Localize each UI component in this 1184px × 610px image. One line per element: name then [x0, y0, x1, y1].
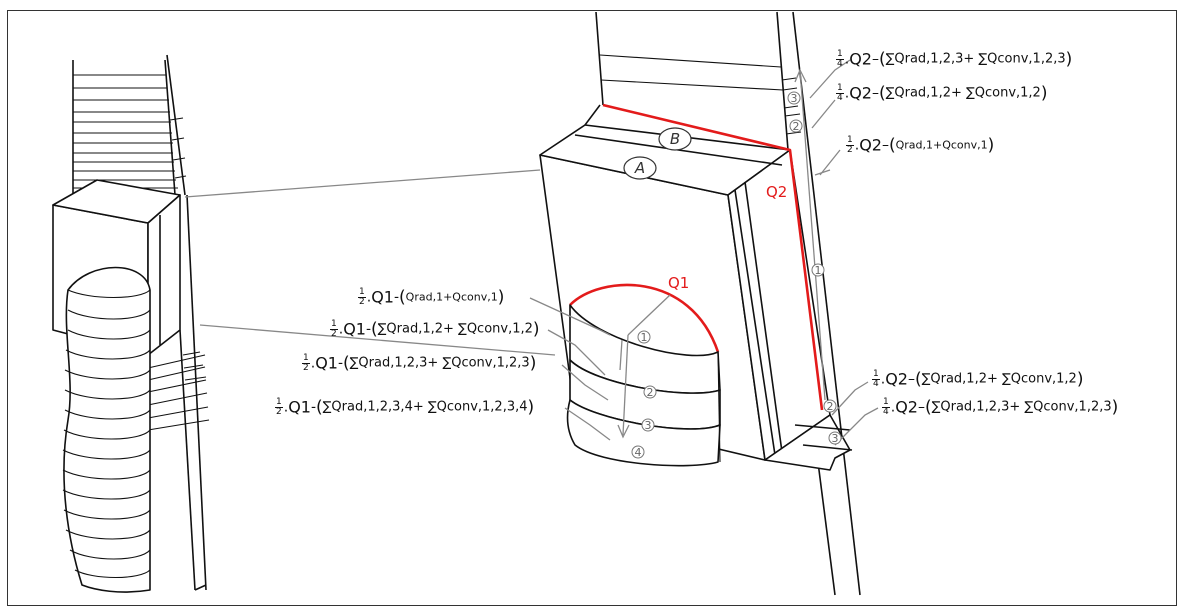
- upper-strip-left: [595, 11, 604, 106]
- box-side: [147, 194, 181, 356]
- eq-right-2-symbol: Q2: [849, 83, 872, 103]
- eq-left-1-symbol: Q1: [371, 287, 394, 307]
- lower-slats: [147, 351, 210, 431]
- zoom-line-bottom: [199, 324, 556, 356]
- marker-q2-2-bottom: 2: [827, 400, 834, 413]
- zone-b-text: B: [670, 130, 680, 148]
- eq-right-1-body: ∑Qrad,1,2,3+ ∑Qconv,1,2,3: [885, 51, 1066, 67]
- strip-outer-right: [792, 11, 861, 596]
- eq-right-1-symbol: Q2: [849, 49, 872, 69]
- eq-right-4-num: 1: [872, 369, 880, 380]
- q1-heated-edge: [569, 283, 720, 353]
- eq-right-5-den: 4: [883, 407, 889, 417]
- eq-right-5-body: ∑Qrad,1,2,3+ ∑Qconv,1,2,3: [931, 399, 1112, 415]
- zone-a-label: A: [623, 156, 657, 180]
- eq-left-3-symbol: Q1: [315, 353, 338, 373]
- upper-slats: [73, 74, 187, 189]
- eq-left-3-num: 1: [302, 353, 310, 364]
- zoom-line-top: [184, 169, 541, 198]
- marker-q1-4: 4: [635, 446, 642, 459]
- eq-left-2-symbol: Q1: [343, 319, 366, 339]
- eq-left-4-den: 2: [276, 407, 282, 417]
- lower-strip-outer: [186, 194, 207, 591]
- eq-right-4-den: 4: [873, 379, 879, 389]
- strip-inner-edge: [164, 59, 176, 196]
- lower-strip-inner: [179, 329, 196, 591]
- q1-arrows: [617, 294, 671, 439]
- eq-left-3-dash: -: [337, 355, 344, 372]
- marker-q1-1: 1: [641, 331, 648, 344]
- eq-right-5-symbol: Q2: [895, 397, 918, 417]
- eq-left-2-den: 2: [331, 329, 337, 339]
- eq-left-1-dash: -: [393, 289, 400, 306]
- zone-a-text: A: [634, 159, 645, 177]
- eq-left-2-num: 1: [330, 319, 338, 330]
- eq-right-3-num: 1: [846, 135, 854, 146]
- marker-q1-3: 3: [645, 419, 652, 432]
- foot-slat-2: [802, 444, 853, 451]
- strip-right-edge: [166, 54, 186, 196]
- eq-right-2-body: ∑Qrad,1,2+ ∑Qconv,1,2: [885, 85, 1041, 101]
- eq-right-3-den: 2: [847, 145, 853, 155]
- eq-right-1-dash: –: [871, 51, 879, 68]
- eq-right-2-num: 1: [836, 83, 844, 94]
- eq-left-4-body: ∑Qrad,1,2,3,4+ ∑Qconv,1,2,3,4: [322, 399, 528, 415]
- eq-left-3-den: 2: [303, 363, 309, 373]
- eq-right-3-dash: –: [881, 137, 889, 154]
- slab-pile: [62, 266, 151, 593]
- eq-left-1-num: 1: [358, 287, 366, 298]
- eq-right-2-dash: –: [871, 85, 879, 102]
- eq-right-4-dash: –: [907, 371, 915, 388]
- eq-left-2-dash: -: [365, 321, 372, 338]
- diagram-frame: [7, 10, 1177, 606]
- leaders: [529, 59, 879, 446]
- upper-strip-mid: [776, 11, 789, 151]
- eq-right-1-den: 4: [837, 59, 843, 69]
- circle-markers: 1 2 3 4 1 2 3 2 3: [631, 91, 842, 459]
- eq-right-3-body: Qrad,1+Qconv,1: [895, 138, 988, 152]
- side-inner-line-2: [744, 181, 783, 453]
- lower-strip-foot: [194, 584, 207, 591]
- eq-right-4-symbol: Q2: [885, 369, 908, 389]
- q2-heated-edge: [602, 103, 824, 411]
- overview-sketch: [52, 54, 210, 593]
- eq-right-4-body: ∑Qrad,1,2+ ∑Qconv,1,2: [921, 371, 1077, 387]
- eq-right-3-symbol: Q2: [859, 135, 882, 155]
- q1-label: Q1: [668, 274, 690, 292]
- eq-left-4-num: 1: [275, 397, 283, 408]
- eq-left-3-body: ∑Qrad,1,2,3+ ∑Qconv,1,2,3: [349, 355, 530, 371]
- marker-q2-3-bottom: 3: [832, 432, 839, 445]
- zone-b-label: B: [658, 127, 692, 151]
- marker-q1-2: 2: [647, 386, 654, 399]
- eq-left-1-body: Qrad,1+Qconv,1: [405, 290, 498, 304]
- marker-q2-1: 1: [815, 264, 822, 277]
- eq-right-5-num: 1: [882, 397, 890, 408]
- marker-q2-3-top: 3: [791, 92, 798, 105]
- eq-right-2-den: 4: [837, 93, 843, 103]
- detail-sketch: A B 1 2 3 4 1 2 3: [529, 11, 879, 596]
- detail-top-back: [584, 104, 601, 126]
- detail-upper-slats: [599, 54, 802, 135]
- q2-label: Q2: [766, 183, 788, 201]
- eq-left-4-symbol: Q1: [288, 397, 311, 417]
- side-inner-line: [734, 189, 776, 456]
- eq-right-5-dash: –: [917, 399, 925, 416]
- eq-left-2-body: ∑Qrad,1,2+ ∑Qconv,1,2: [377, 321, 533, 337]
- marker-q2-2-top: 2: [793, 120, 800, 133]
- foot-slat-1: [794, 424, 851, 431]
- eq-left-1-den: 2: [359, 297, 365, 307]
- eq-left-4-dash: -: [310, 399, 317, 416]
- eq-right-1-num: 1: [836, 49, 844, 60]
